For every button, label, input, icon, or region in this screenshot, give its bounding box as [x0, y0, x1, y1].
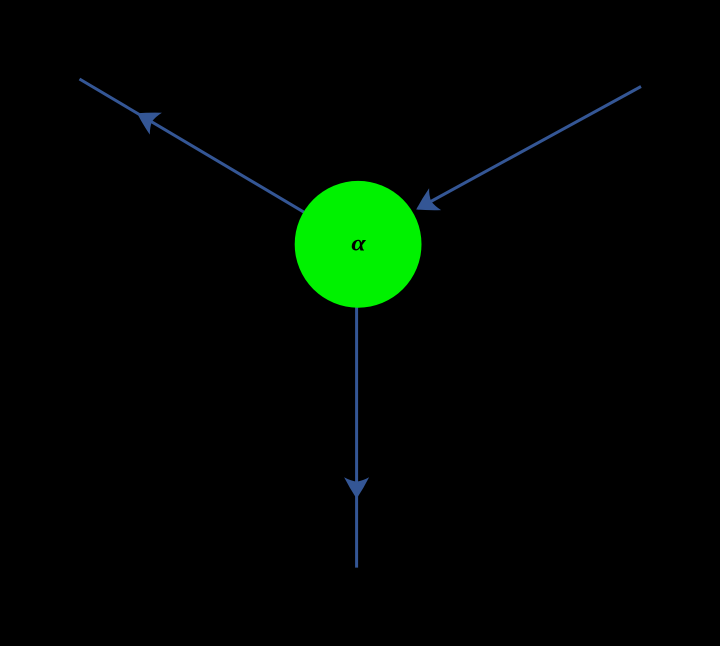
svg-text:α: α	[351, 231, 366, 256]
